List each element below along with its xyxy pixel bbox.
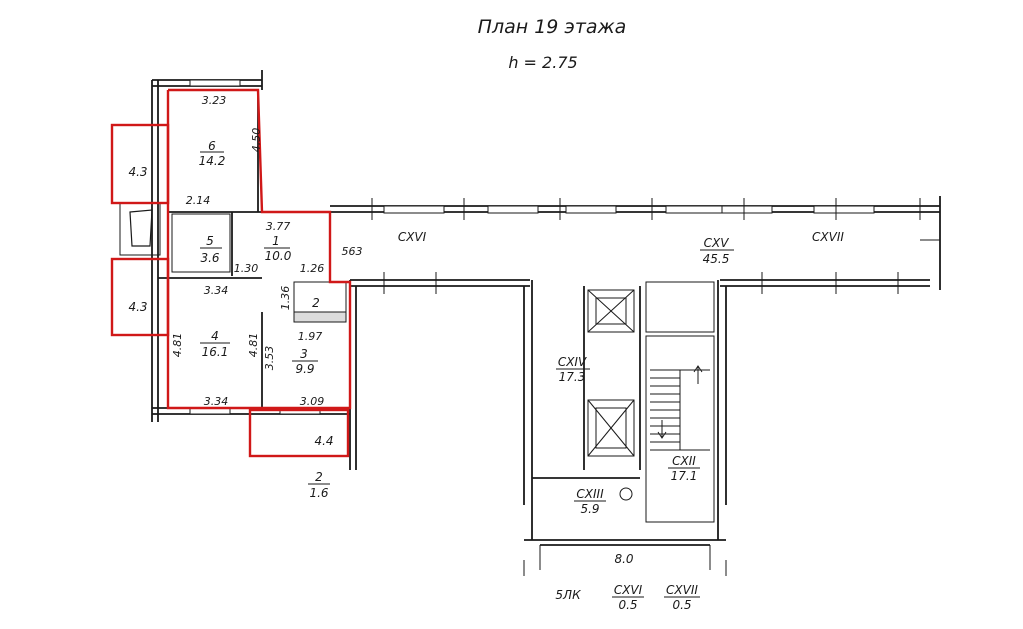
svg-text:10.0: 10.0 [265, 249, 292, 263]
svg-text:0.5: 0.5 [672, 598, 691, 612]
dimension-ticks [371, 198, 940, 294]
area-cxiii: CXIII 5.9 [574, 487, 606, 516]
bottom-legend: 5ЛК CXVI 0.5 CXVII 0.5 [555, 583, 700, 612]
svg-text:14.2: 14.2 [199, 154, 226, 168]
dim-8-0: 8.0 [614, 552, 633, 566]
area-cxii: CXII 17.1 [668, 454, 700, 483]
svg-text:16.1: 16.1 [202, 345, 229, 359]
svg-text:CXVI: CXVI [398, 230, 427, 244]
apartment-walls [151, 70, 941, 505]
room-6: 6 14.2 [199, 139, 226, 168]
legend-label: 5ЛК [555, 588, 581, 602]
plan-title: План 19 этажа [478, 16, 627, 38]
svg-text:5.9: 5.9 [580, 502, 599, 516]
dim-3-09: 3.09 [300, 395, 325, 408]
svg-text:3: 3 [300, 347, 308, 361]
dim-4-50: 4.50 [250, 128, 263, 153]
svg-text:2: 2 [315, 470, 323, 484]
area-cxiv: CXIV 17.3 [556, 355, 590, 384]
dim-1-30: 1.30 [234, 262, 259, 275]
svg-text:45.5: 45.5 [703, 252, 730, 266]
svg-text:CXII: CXII [672, 454, 696, 468]
floor-height-label: h = 2.75 [508, 53, 577, 72]
svg-text:CXVII: CXVII [666, 583, 698, 597]
svg-text:1.6: 1.6 [309, 486, 328, 500]
svg-text:0.5: 0.5 [618, 598, 637, 612]
svg-text:2: 2 [312, 296, 320, 310]
entrance-block [523, 505, 727, 576]
balcony-top-area: 4.3 [128, 165, 147, 179]
dim-1-26: 1.26 [300, 262, 325, 275]
stairwell [645, 281, 715, 523]
corridor-windows [383, 205, 875, 214]
svg-text:17.1: 17.1 [671, 469, 698, 483]
room-2: 2 [312, 296, 320, 310]
dim-1-97: 1.97 [298, 330, 323, 343]
svg-text:CXIV: CXIV [558, 355, 587, 369]
svg-text:CXVI: CXVI [614, 583, 643, 597]
room-5: 5 3.6 [200, 234, 222, 265]
dim-3-77: 3.77 [266, 220, 291, 233]
svg-text:1: 1 [272, 234, 280, 248]
dim-3-53: 3.53 [263, 346, 276, 371]
svg-text:CXVII: CXVII [812, 230, 844, 244]
room-1: 1 10.0 [264, 234, 292, 263]
svg-text:6: 6 [208, 139, 216, 153]
dim-563: 563 [342, 245, 363, 258]
area-cxvi: CXVI [398, 230, 427, 244]
dim-3-23: 3.23 [202, 94, 227, 107]
dim-2-14: 2.14 [186, 194, 211, 207]
room-3: 3 9.9 [292, 347, 318, 376]
dim-4-81-right: 4.81 [247, 333, 260, 358]
dim-3-34-bottom: 3.34 [204, 395, 229, 408]
elevator-shafts [532, 286, 641, 501]
svg-text:17.3: 17.3 [559, 370, 586, 384]
svg-text:4: 4 [211, 329, 219, 343]
svg-text:5: 5 [206, 234, 214, 248]
dim-3-34-top: 3.34 [204, 284, 229, 297]
svg-text:3.6: 3.6 [200, 251, 219, 265]
svg-text:CXV: CXV [704, 236, 730, 250]
area-cxvii: CXVII [812, 230, 844, 244]
dim-1-36: 1.36 [279, 286, 292, 311]
room-4: 4 16.1 [200, 329, 230, 359]
svg-text:CXIII: CXIII [576, 487, 604, 501]
outside-area: 2 1.6 [308, 470, 330, 500]
balcony-middle-area: 4.3 [128, 300, 147, 314]
svg-text:9.9: 9.9 [295, 362, 314, 376]
area-cxv: CXV 45.5 [700, 236, 734, 266]
balcony-bottom-area: 4.4 [314, 434, 333, 448]
apartment-highlight [110, 88, 352, 458]
dim-4-81-left: 4.81 [171, 333, 184, 358]
